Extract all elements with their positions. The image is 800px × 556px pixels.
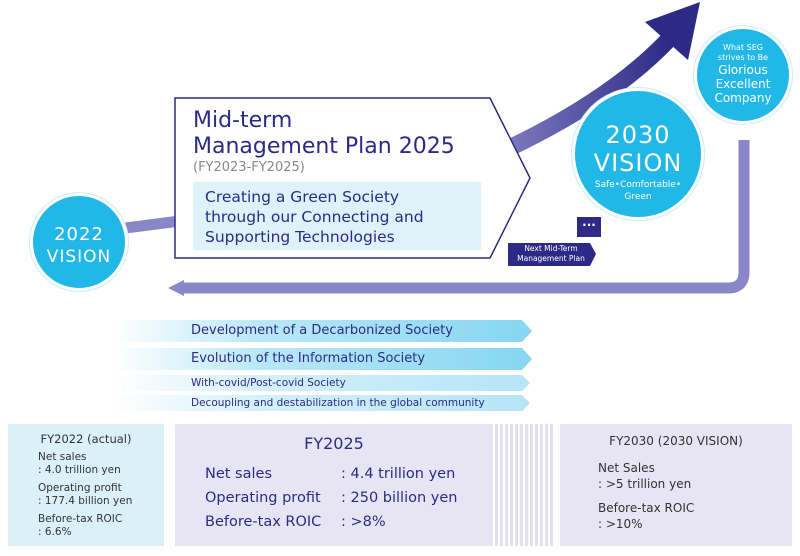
plan-theme-line3: Supporting Technologies bbox=[205, 228, 395, 246]
plan-title: Mid-term Management Plan 2025 bbox=[193, 108, 455, 160]
vision-2030-sub2: Green bbox=[624, 192, 652, 202]
vision-2022-circle: 2022 VISION bbox=[30, 193, 128, 291]
fy2030-net-sales-label: Net Sales bbox=[598, 461, 655, 475]
fy2022-roic-value: : 6.6% bbox=[38, 526, 72, 538]
vision-2022-label: VISION bbox=[46, 247, 112, 267]
fy2022-op-value: : 177.4 billion yen bbox=[38, 495, 133, 507]
trend-arrow-3 bbox=[112, 375, 530, 391]
fy2030-title: FY2030 (2030 VISION) bbox=[609, 434, 743, 448]
fy2025-net-sales-value: : 4.4 trillion yen bbox=[341, 466, 456, 482]
fy2030-net-sales-value: : >5 trillion yen bbox=[598, 477, 692, 491]
fy2022-net-sales-label: Net sales bbox=[38, 451, 87, 463]
rising-arrow bbox=[501, 32, 677, 158]
fy2022-net-sales-value: : 4.0 trillion yen bbox=[38, 464, 121, 476]
fy2022-title: FY2022 (actual) bbox=[40, 432, 132, 446]
loop-arrow bbox=[180, 140, 750, 294]
fy2030-roic-value: : >10% bbox=[598, 517, 643, 531]
seg-goal-line4: Excellent bbox=[715, 77, 771, 91]
timeline-stripes bbox=[495, 424, 553, 546]
vision-2030-year: 2030 bbox=[605, 121, 671, 149]
plan-period: (FY2023-FY2025) bbox=[193, 160, 305, 175]
next-plan-dots-box bbox=[577, 217, 601, 237]
next-plan-label: Next Mid-Term Management Plan bbox=[510, 244, 592, 264]
vision-2030-circle: 2030 VISION Safe•Comfortable• Green bbox=[572, 88, 704, 220]
trend-label-1: Development of a Decarbonized Society bbox=[191, 323, 453, 338]
trend-arrow-1 bbox=[112, 320, 532, 342]
seg-goal-line2: strives to Be bbox=[717, 53, 769, 62]
vision-2030-label: VISION bbox=[593, 149, 683, 177]
loop-arrow-head bbox=[168, 280, 184, 296]
fy2022-roic-label: Before-tax ROIC bbox=[38, 513, 123, 525]
fy2030-roic-label: Before-tax ROIC bbox=[598, 501, 695, 515]
trend-label-4: Decoupling and destabilization in the gl… bbox=[191, 397, 485, 409]
plan-theme-box: Creating a Green Society through our Con… bbox=[193, 182, 481, 250]
seg-goal-line5: Company bbox=[714, 91, 772, 105]
fy2025-op-value: : 250 billion yen bbox=[341, 490, 458, 506]
trend-arrow-4 bbox=[112, 395, 530, 411]
plan-theme-line1: Creating a Green Society bbox=[205, 188, 400, 206]
fy2025-roic-label: Before-tax ROIC bbox=[205, 514, 322, 530]
next-plan-dots: ··· bbox=[582, 218, 596, 232]
fy2025-roic-value: : >8% bbox=[341, 514, 386, 530]
trend-arrow-2 bbox=[112, 348, 532, 370]
fy2025-panel: FY2025 Net sales : 4.4 trillion yen Oper… bbox=[175, 424, 493, 546]
fy2022-panel: FY2022 (actual) Net sales : 4.0 trillion… bbox=[8, 424, 164, 546]
fy2025-title: FY2025 bbox=[304, 434, 364, 453]
trend-label-2: Evolution of the Information Society bbox=[191, 351, 426, 366]
fy2022-op-label: Operating profit bbox=[38, 482, 122, 494]
fy2025-op-label: Operating profit bbox=[205, 490, 321, 506]
rising-arrow-head bbox=[645, 2, 700, 60]
vision-2022-year: 2022 bbox=[54, 224, 104, 245]
plan-title-line2: Management Plan 2025 bbox=[193, 134, 455, 159]
next-plan-line2: Management Plan bbox=[517, 254, 585, 263]
next-plan-line1: Next Mid-Term bbox=[524, 244, 578, 253]
seg-goal-line1: What SEG bbox=[723, 43, 763, 52]
plan-theme-line2: through our Connecting and bbox=[205, 208, 424, 226]
seg-goal-line3: Glorious bbox=[718, 63, 768, 77]
fy2030-panel: FY2030 (2030 VISION) Net Sales : >5 tril… bbox=[560, 424, 792, 546]
plan-title-line1: Mid-term bbox=[193, 108, 293, 133]
vision-2030-sub1: Safe•Comfortable• bbox=[594, 180, 682, 190]
next-plan-tag-shape bbox=[508, 243, 596, 266]
fy2025-net-sales-label: Net sales bbox=[205, 466, 273, 482]
trend-label-3: With-covid/Post-covid Society bbox=[191, 377, 346, 389]
seg-goal-circle: What SEG strives to Be Glorious Excellen… bbox=[694, 26, 792, 124]
